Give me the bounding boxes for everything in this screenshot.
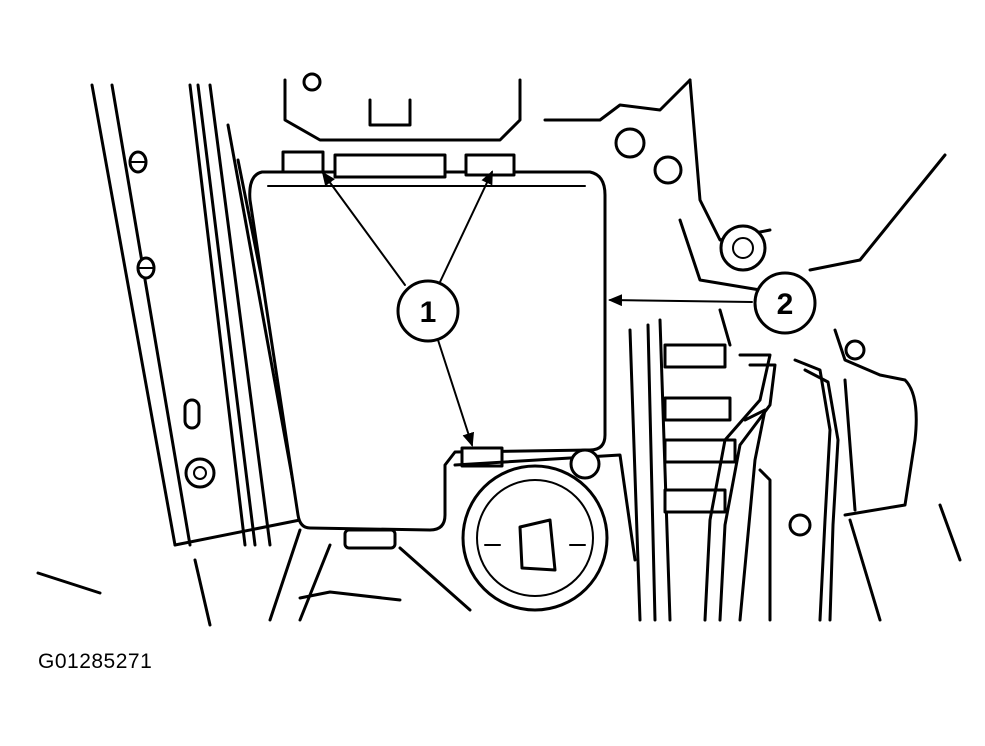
cover-latch: [333, 153, 447, 179]
arrow-to-left-tab: [321, 171, 406, 286]
slot-icon: [183, 398, 201, 430]
bolt-icon: [719, 224, 767, 272]
hydraulic-unit: [628, 308, 918, 622]
cover-tab: [464, 153, 516, 177]
floor-lines: [36, 503, 962, 627]
arrow-to-right-tab: [439, 170, 493, 283]
arrow-to-bottom-tab: [437, 339, 475, 447]
right-fasteners: [614, 127, 947, 272]
cover-tab: [281, 150, 325, 174]
callout-1: 1: [396, 279, 460, 343]
callout-1-label: 1: [420, 296, 437, 329]
callout-2: 2: [753, 271, 817, 335]
reservoir: [268, 448, 637, 622]
bolt-icon: [184, 457, 216, 489]
callout-arrows: [321, 170, 753, 447]
cap-icon: [518, 518, 557, 572]
arrow-to-module: [608, 294, 753, 307]
nut-icon: [302, 72, 322, 92]
callout-2-label: 2: [777, 288, 794, 321]
cover-clip: [343, 528, 397, 550]
bolt-icon: [653, 155, 683, 185]
figure-id: G01285271: [38, 650, 153, 673]
left-pillar: [90, 83, 312, 547]
bolt-icon: [844, 339, 866, 361]
bolt-icon: [614, 127, 646, 159]
